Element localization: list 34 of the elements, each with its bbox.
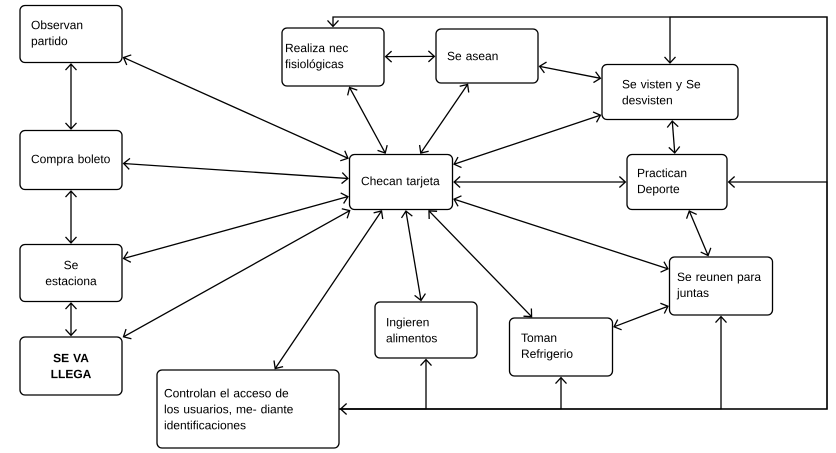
process-box: Practican Deporte xyxy=(626,154,728,210)
arrow xyxy=(122,192,349,263)
arrow xyxy=(428,210,532,318)
process-box: Se estaciona xyxy=(19,244,123,302)
arrow xyxy=(346,86,388,154)
arrow xyxy=(400,210,426,302)
process-box: Se visten y Se desvisten xyxy=(601,64,739,120)
arrow xyxy=(453,176,626,188)
arrow xyxy=(65,63,77,130)
arrow xyxy=(65,302,77,336)
process-box: Toman Refrigerio xyxy=(508,317,614,377)
arrow xyxy=(122,158,349,184)
process-box: Se reunen para juntas xyxy=(668,256,774,316)
process-box: Observan partido xyxy=(19,4,123,64)
process-box: Compra boleto xyxy=(19,130,123,190)
process-box: Realiza nec fisiológicas xyxy=(281,27,385,87)
arrow xyxy=(538,62,602,84)
arrow xyxy=(122,54,349,162)
process-box: Se asean xyxy=(435,28,539,84)
arrow xyxy=(453,195,669,273)
arrow xyxy=(122,208,351,340)
arrow xyxy=(686,210,712,256)
arrow xyxy=(65,190,77,244)
process-box: Controlan el acceso de los usuarios, me- diante identificaciones xyxy=(156,369,340,449)
arrow xyxy=(418,84,470,154)
process-box: SE VA LLEGA xyxy=(19,336,123,396)
arrow xyxy=(666,120,680,154)
arrow xyxy=(453,111,602,168)
arrow xyxy=(273,210,384,370)
process-box: Ingieren alimentos xyxy=(374,301,478,359)
arrow xyxy=(613,302,669,330)
arrow xyxy=(384,50,436,63)
arrow xyxy=(340,376,567,410)
process-box: Checan tarjeta xyxy=(348,154,454,210)
